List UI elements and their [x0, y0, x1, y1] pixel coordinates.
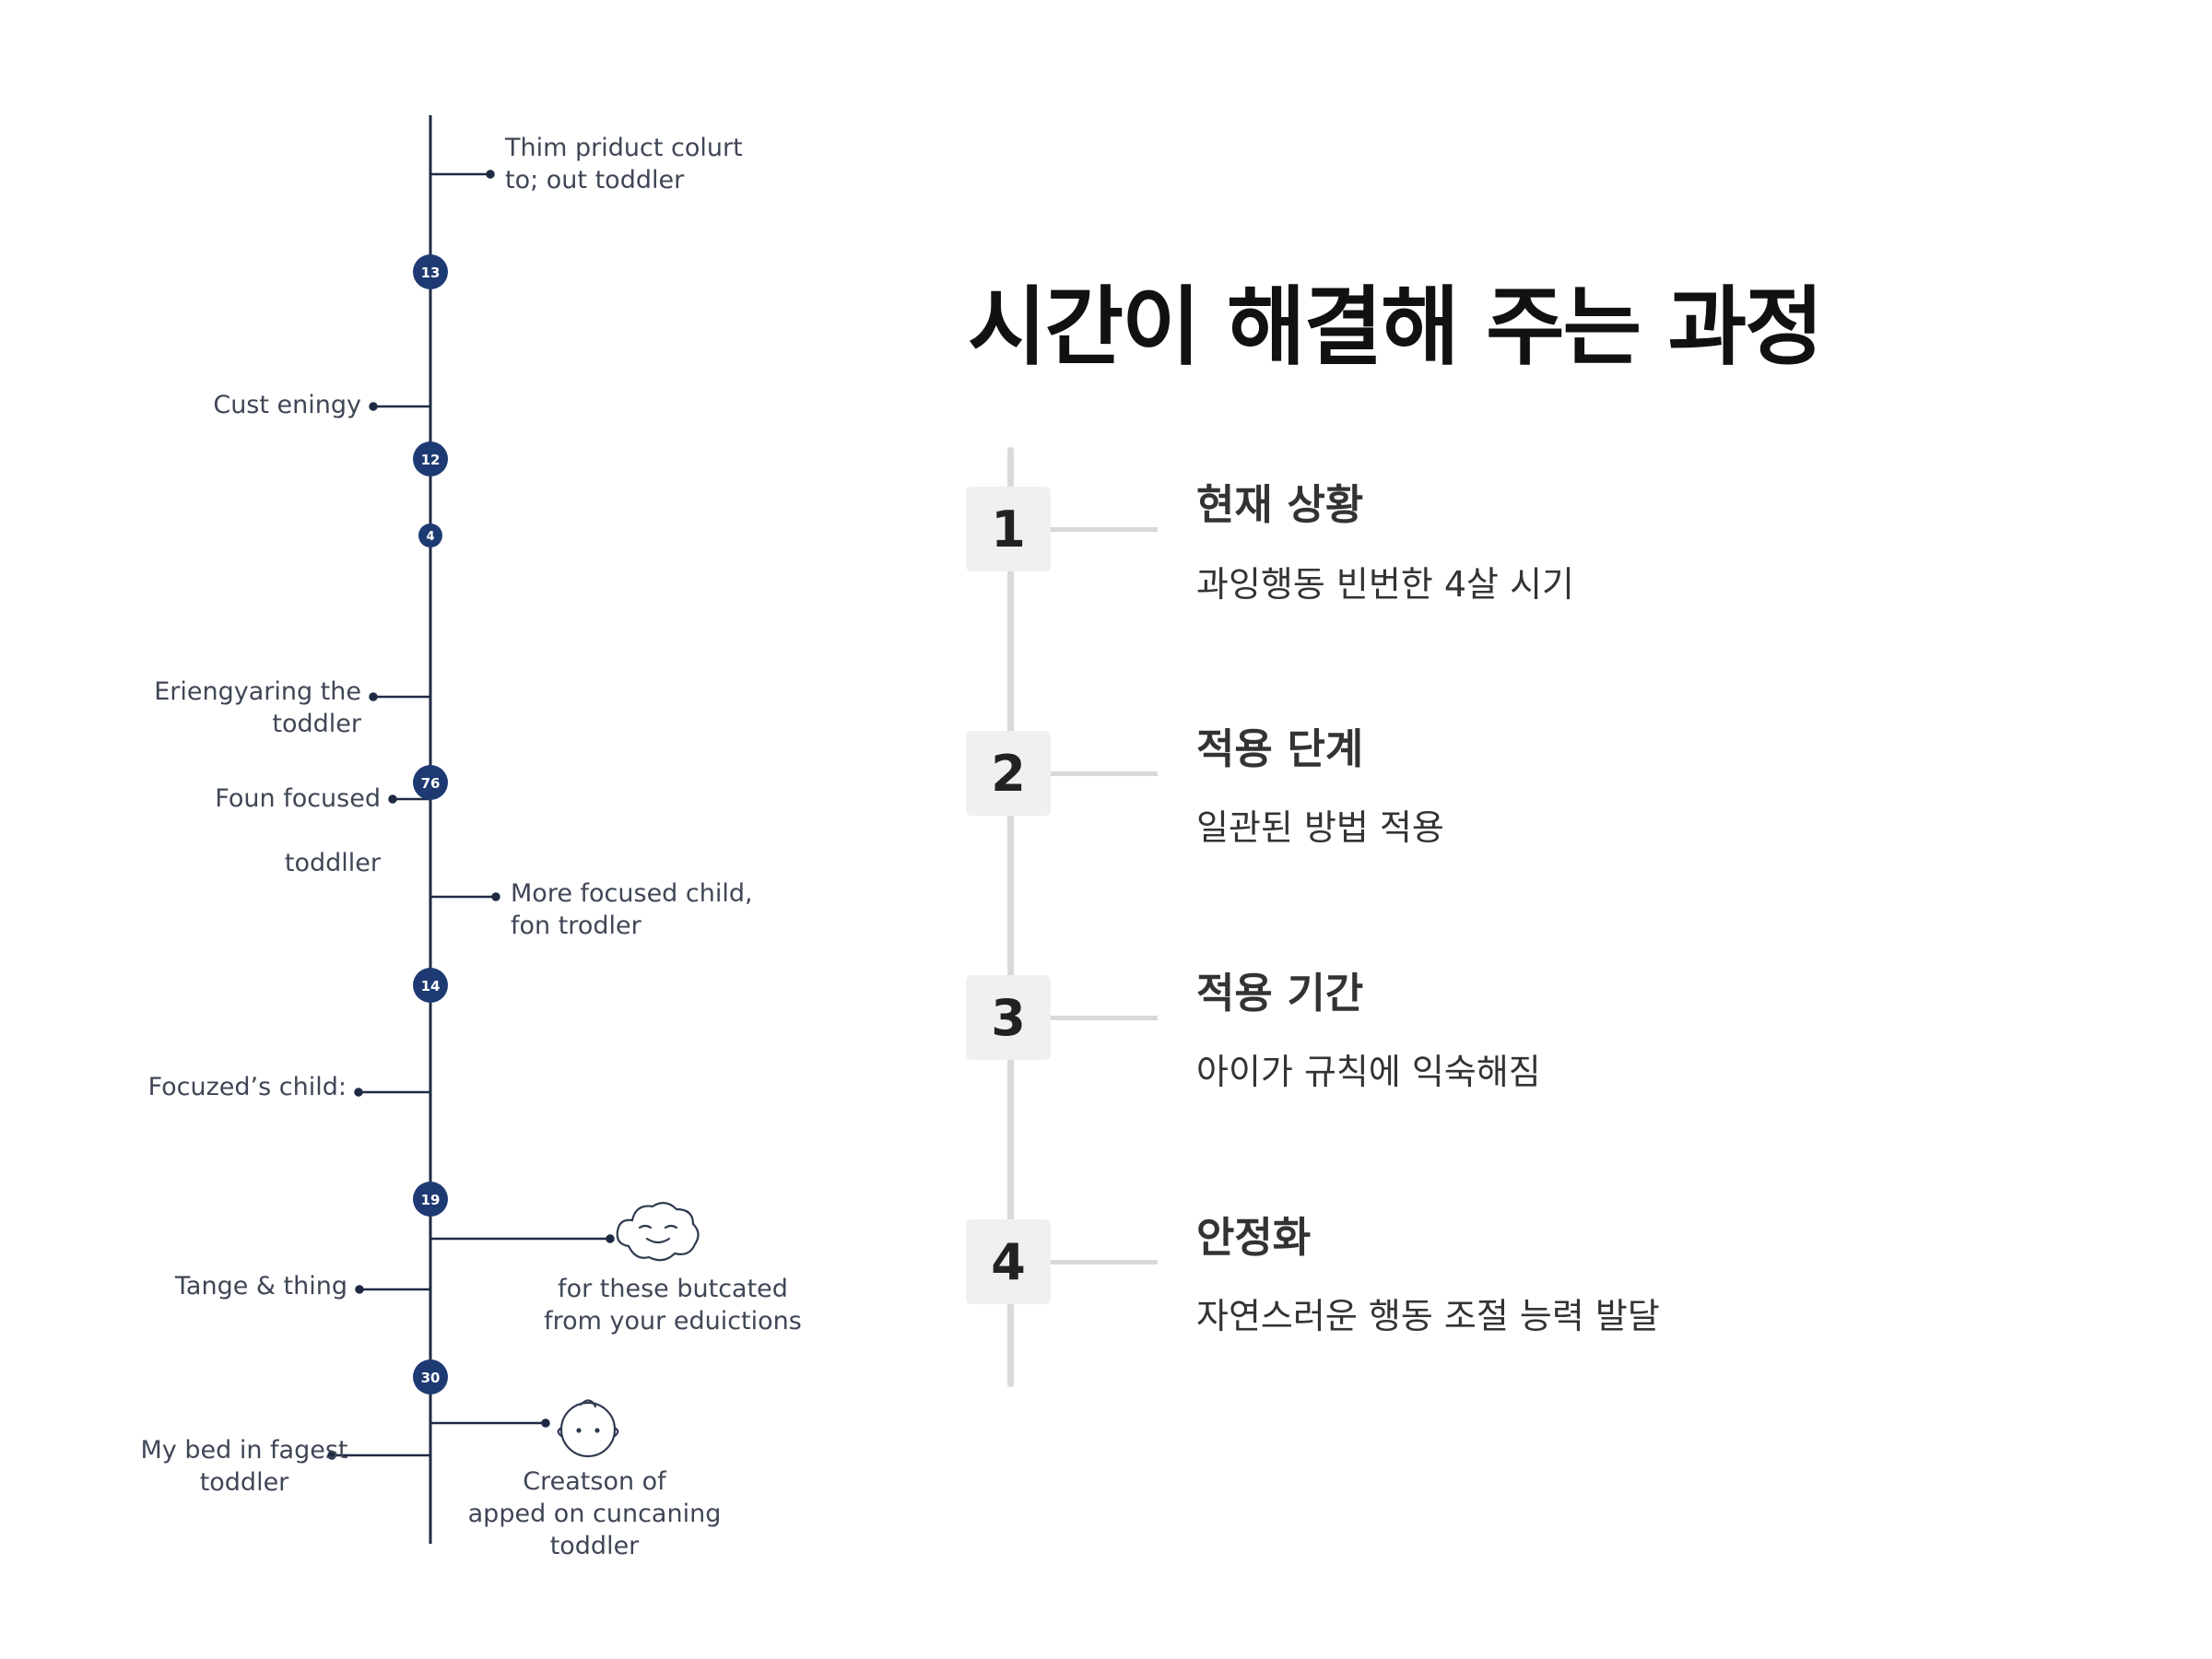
step-rail — [1007, 447, 1014, 1387]
timeline-label-2: Cust eningy — [213, 391, 361, 419]
baby-face-icon — [557, 1399, 619, 1458]
timeline-node-4: 76 — [413, 765, 448, 800]
timeline-branch-1 — [430, 170, 495, 179]
step-desc-1: 과잉행동 빈번한 4살 시기 — [1196, 564, 1575, 605]
timeline-branch-6 — [354, 1088, 430, 1097]
timeline-node-label: 76 — [421, 775, 441, 792]
timeline-label-6: Focuzed’s child: — [147, 1073, 347, 1101]
timeline-node-5: 14 — [413, 968, 448, 1003]
timeline-node-label: 14 — [421, 978, 441, 994]
step-number-3: 3 — [966, 975, 1051, 1060]
step-number-4: 4 — [966, 1219, 1051, 1304]
step-title-2: 적용 단계 — [1196, 724, 1364, 773]
step-connector-2 — [1051, 771, 1158, 776]
page-title: 시간이 해결해 주는 과정 — [968, 277, 1824, 377]
step-desc-2: 일관된 방법 적용 — [1196, 807, 1444, 848]
timeline-node-3: 4 — [418, 524, 442, 547]
step-desc-4: 자연스러운 행동 조절 능력 발달 — [1196, 1296, 1660, 1336]
timeline-node-label: 30 — [421, 1370, 441, 1386]
step-title-3: 적용 기간 — [1196, 969, 1364, 1018]
timeline-node-1: 13 — [413, 254, 448, 289]
timeline-branch-9 — [327, 1451, 430, 1460]
timeline-node-label: 19 — [421, 1192, 441, 1208]
timeline-label-8: for these butcated from your eduictions — [544, 1275, 802, 1335]
timeline-node-6: 19 — [413, 1182, 448, 1217]
step-desc-3: 아이가 규칙에 익숙해짐 — [1196, 1052, 1541, 1092]
timeline-label-4: Foun focused toddller — [215, 784, 381, 877]
timeline-node-7: 30 — [413, 1359, 448, 1394]
timeline-branch-3 — [369, 692, 430, 701]
timeline-node-label: 4 — [426, 530, 434, 544]
step-number-1: 1 — [966, 487, 1051, 571]
timeline-branch-2 — [369, 402, 430, 411]
timeline-node-2: 12 — [413, 441, 448, 477]
timeline-node-label: 13 — [421, 265, 441, 281]
timeline-node-label: 12 — [421, 452, 441, 468]
step-title-4: 안정화 — [1196, 1213, 1312, 1262]
timeline-label-9: My bed in fagest toddler — [140, 1436, 348, 1497]
timeline-branch-8 — [430, 1234, 615, 1243]
timeline-label-10: Creatson of apped on cuncaning toddler — [467, 1467, 722, 1560]
step-connector-1 — [1051, 527, 1158, 532]
timeline-label-3: Eriengyaring the toddler — [154, 677, 361, 738]
step-title-1: 현재 상황 — [1196, 480, 1364, 529]
timeline-branch-5 — [430, 892, 500, 901]
step-number-2: 2 — [966, 731, 1051, 816]
step-connector-3 — [1051, 1016, 1158, 1020]
step-connector-4 — [1051, 1260, 1158, 1265]
cloud-face-icon — [616, 1202, 700, 1262]
timeline-branch-10 — [430, 1418, 550, 1428]
timeline-branch-7 — [355, 1285, 430, 1294]
timeline-branch-4 — [388, 794, 430, 804]
timeline-label-7: Tange & thing — [174, 1272, 347, 1300]
timeline-label-1: Thim priduct colurt to; out toddler — [505, 134, 743, 194]
timeline-label-5: More focused child, fon trodler — [511, 879, 753, 940]
